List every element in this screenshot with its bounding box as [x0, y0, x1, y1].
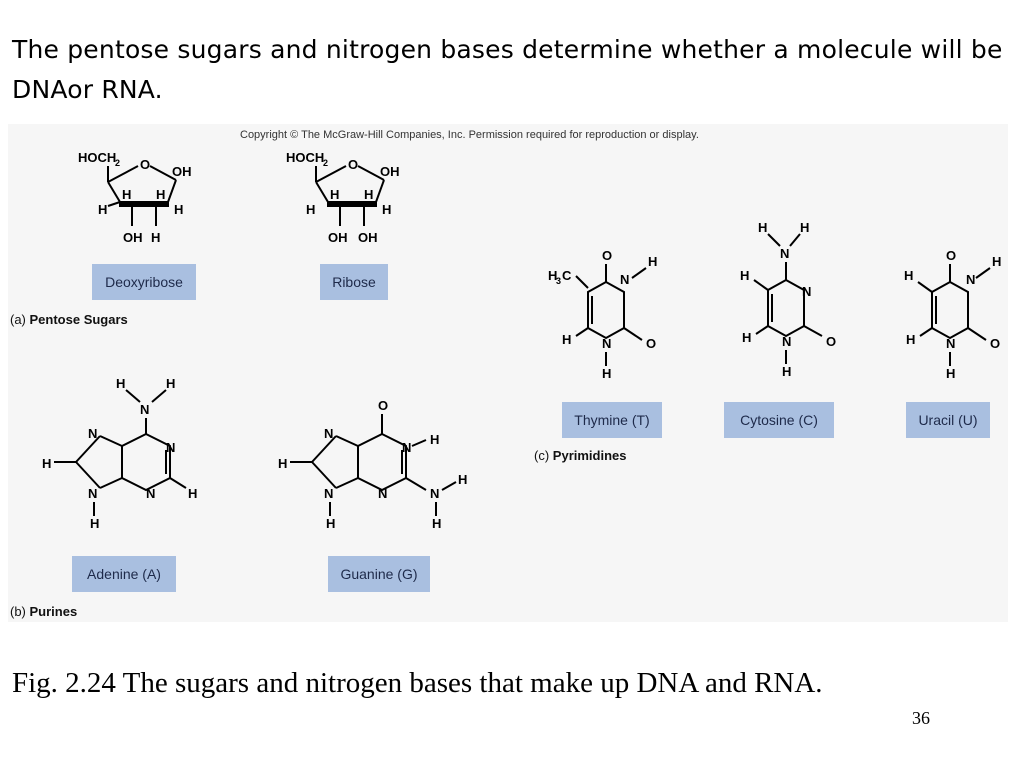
svg-text:2: 2	[115, 158, 120, 168]
svg-text:N: N	[946, 336, 955, 351]
svg-text:O: O	[646, 336, 656, 351]
svg-text:H: H	[740, 268, 749, 283]
section-b-name: Purines	[29, 604, 78, 619]
svg-text:O: O	[602, 248, 612, 263]
ribose-label: Ribose	[320, 264, 388, 300]
svg-text:O: O	[826, 334, 836, 349]
svg-text:OH: OH	[358, 230, 378, 245]
svg-text:H: H	[166, 376, 175, 391]
svg-text:H: H	[562, 332, 571, 347]
svg-text:N: N	[140, 402, 149, 417]
svg-text:N: N	[146, 486, 155, 501]
svg-text:N: N	[620, 272, 629, 287]
thymine-label: Thymine (T)	[562, 402, 662, 438]
svg-text:H: H	[122, 187, 131, 202]
svg-text:OH: OH	[380, 164, 400, 179]
section-c-name: Pyrimidines	[552, 448, 627, 463]
svg-text:O: O	[378, 398, 388, 413]
svg-text:H: H	[800, 220, 809, 235]
section-a-label: (a) Pentose Sugars	[10, 312, 128, 327]
svg-text:H: H	[306, 202, 315, 217]
svg-text:H: H	[330, 187, 339, 202]
svg-text:H: H	[758, 220, 767, 235]
svg-text:N: N	[378, 486, 387, 501]
svg-text:H: H	[278, 456, 287, 471]
section-b-label: (b) Purines	[10, 604, 77, 619]
section-c-label: (c) Pyrimidines	[534, 448, 627, 463]
svg-text:3: 3	[556, 276, 561, 286]
svg-text:H: H	[432, 516, 441, 531]
svg-text:H: H	[174, 202, 183, 217]
svg-text:O: O	[990, 336, 1000, 351]
svg-text:H: H	[42, 456, 51, 471]
deoxyribose-structure: HOCH 2 O OH H H H H OH H	[78, 150, 192, 245]
svg-text:HOCH: HOCH	[78, 150, 116, 165]
svg-text:H: H	[946, 366, 955, 381]
page-number: 36	[912, 708, 930, 728]
svg-text:H: H	[904, 268, 913, 283]
svg-text:H: H	[382, 202, 391, 217]
svg-text:N: N	[324, 486, 333, 501]
svg-text:OH: OH	[328, 230, 348, 245]
svg-text:N: N	[780, 246, 789, 261]
svg-text:N: N	[88, 486, 97, 501]
svg-text:H: H	[648, 254, 657, 269]
adenine-label: Adenine (A)	[72, 556, 176, 592]
svg-text:OH: OH	[123, 230, 143, 245]
svg-text:H: H	[116, 376, 125, 391]
guanine-structure: O N N N H N N H H H H	[278, 398, 467, 531]
svg-text:H: H	[156, 187, 165, 202]
copyright-notice: Copyright © The McGraw-Hill Companies, I…	[240, 129, 699, 141]
svg-text:OH: OH	[172, 164, 192, 179]
figure-caption: Fig. 2.24 The sugars and nitrogen bases …	[12, 667, 823, 699]
svg-text:H: H	[151, 230, 160, 245]
svg-text:N: N	[430, 486, 439, 501]
svg-text:H: H	[90, 516, 99, 531]
svg-text:N: N	[324, 426, 333, 441]
uracil-label: Uracil (U)	[906, 402, 990, 438]
figure-panel: Copyright © The McGraw-Hill Companies, I…	[8, 124, 1008, 622]
section-a-name: Pentose Sugars	[29, 312, 128, 327]
svg-text:H: H	[326, 516, 335, 531]
adenine-structure: H H N N N N N H H H	[42, 376, 197, 531]
thymine-structure: O H 3 C N H O N H H	[548, 248, 657, 381]
svg-text:N: N	[166, 440, 175, 455]
section-c-letter: (c)	[534, 448, 550, 463]
svg-text:H: H	[364, 187, 373, 202]
svg-text:H: H	[458, 472, 467, 487]
svg-text:C: C	[562, 268, 572, 283]
svg-text:H: H	[98, 202, 107, 217]
guanine-label: Guanine (G)	[328, 556, 430, 592]
svg-text:N: N	[802, 284, 811, 299]
section-a-letter: (a)	[10, 312, 26, 327]
svg-text:N: N	[966, 272, 975, 287]
svg-text:N: N	[88, 426, 97, 441]
svg-text:H: H	[430, 432, 439, 447]
svg-text:H: H	[992, 254, 1001, 269]
section-b-letter: (b)	[10, 604, 26, 619]
uracil-structure: O H N H O N H H	[904, 248, 1001, 381]
svg-text:H: H	[548, 268, 557, 283]
ribose-structure: HOCH 2 O OH H H H H OH OH	[286, 150, 400, 245]
svg-text:H: H	[188, 486, 197, 501]
svg-text:N: N	[782, 334, 791, 349]
svg-text:2: 2	[323, 158, 328, 168]
svg-text:N: N	[402, 440, 411, 455]
cytosine-structure: H H N N H O N H H	[740, 220, 836, 379]
deoxyribose-label: Deoxyribose	[92, 264, 196, 300]
svg-text:H: H	[602, 366, 611, 381]
svg-text:H: H	[782, 364, 791, 379]
slide-heading: The pentose sugars and nitrogen bases de…	[12, 35, 1003, 104]
svg-text:O: O	[946, 248, 956, 263]
cytosine-label: Cytosine (C)	[724, 402, 834, 438]
svg-text:H: H	[742, 330, 751, 345]
svg-text:H: H	[906, 332, 915, 347]
svg-text:O: O	[348, 157, 358, 172]
svg-text:HOCH: HOCH	[286, 150, 324, 165]
svg-text:O: O	[140, 157, 150, 172]
svg-text:N: N	[602, 336, 611, 351]
